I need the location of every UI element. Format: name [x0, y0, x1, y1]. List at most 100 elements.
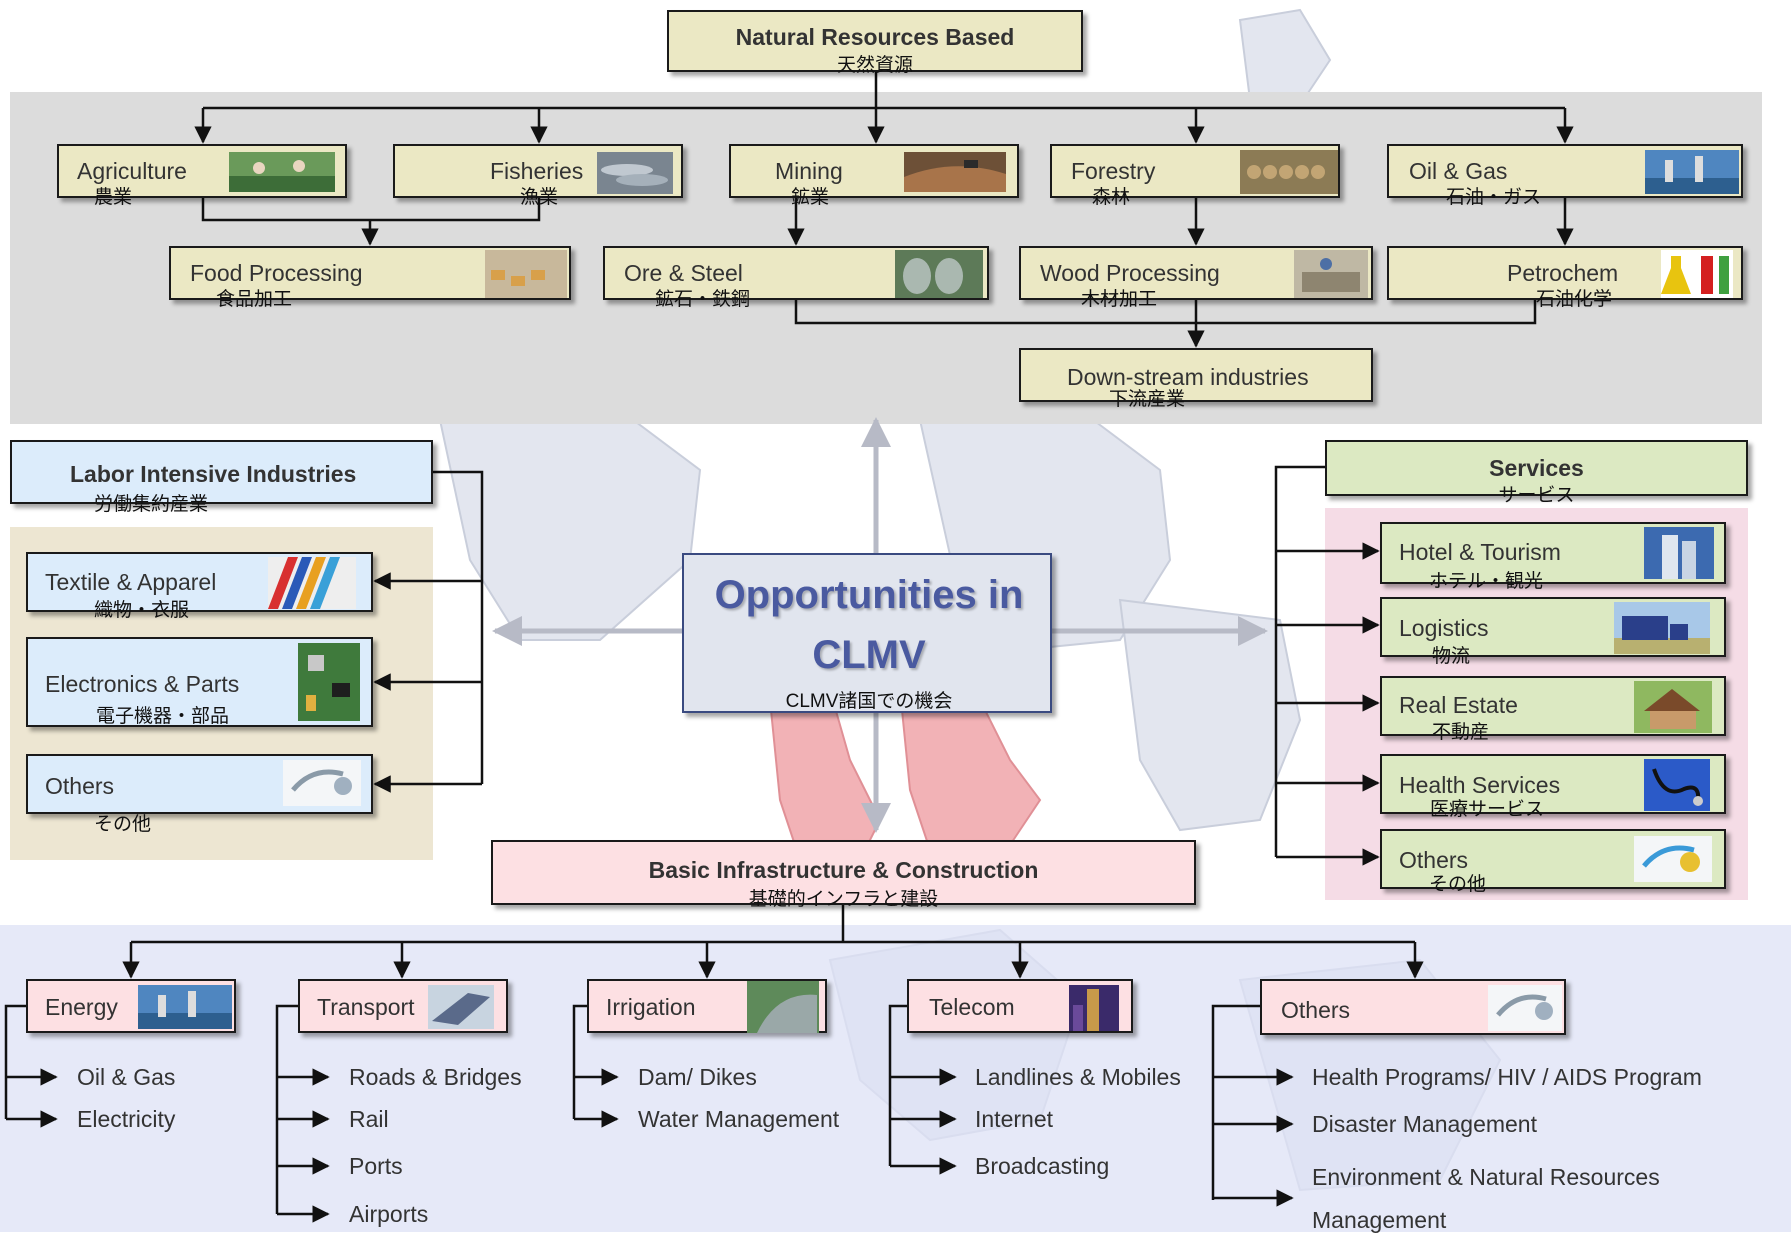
infra-others-item-1: Health Programs/ HIV / AIDS Program	[1312, 1064, 1702, 1090]
services-header-en: Services	[1489, 455, 1584, 481]
petro-box: Petrochem 石油化学	[1387, 246, 1743, 310]
fish-photo-icon	[597, 152, 673, 194]
agriculture-en: Agriculture	[77, 158, 187, 184]
circuit-board-photo-icon	[298, 643, 360, 721]
services-header-jp: サービス	[1498, 485, 1575, 506]
infra-others-item-2: Disaster Management	[1312, 1111, 1537, 1137]
forestry-box: Forestry 森林	[1050, 144, 1340, 208]
textile-jp: 織物・衣服	[94, 600, 190, 621]
headset-photo-icon	[283, 760, 361, 806]
electronics-box: Electronics & Parts 電子機器・部品	[26, 637, 373, 727]
infra-others-item-3: Environment & Natural Resources	[1312, 1164, 1660, 1190]
mining-box: Mining 鉱業	[729, 144, 1019, 208]
greenhouse-photo-icon	[229, 152, 335, 192]
textile-en: Textile & Apparel	[45, 569, 217, 595]
fisheries-box: Fisheries 漁業	[393, 144, 683, 208]
wood-box: Wood Processing 木材加工	[1019, 246, 1373, 310]
textile-box: Textile & Apparel 織物・衣服	[26, 552, 373, 621]
telecom-label: Telecom	[929, 994, 1015, 1020]
forestry-jp: 森林	[1092, 187, 1131, 208]
labor-header-jp: 労働集約産業	[94, 494, 209, 515]
city-tower-photo-icon	[1069, 985, 1119, 1031]
hotel-en: Hotel & Tourism	[1399, 539, 1561, 565]
electronics-jp: 電子機器・部品	[96, 706, 230, 727]
food-box: Food Processing 食品加工	[169, 246, 571, 310]
logs-photo-icon	[1240, 150, 1338, 194]
dam-photo-icon	[747, 981, 819, 1033]
labor-others-jp: その他	[94, 814, 152, 835]
logistics-box: Logistics 物流	[1380, 597, 1726, 667]
food-factory-photo-icon	[485, 250, 567, 298]
infra-header-en: Basic Infrastructure & Construction	[648, 857, 1039, 883]
energy-box: Energy	[26, 979, 236, 1033]
fisheries-en: Fisheries	[490, 158, 584, 184]
oilgas-box: Oil & Gas 石油・ガス	[1387, 144, 1743, 208]
health-box: Health Services 医療サービス	[1380, 754, 1726, 820]
ore-en: Ore & Steel	[624, 260, 743, 286]
center-box: Opportunities in CLMV CLMV諸国での機会	[682, 553, 1052, 713]
agriculture-box: Agriculture 農業	[57, 144, 347, 208]
transport-item-3: Ports	[349, 1153, 403, 1179]
headset-photo-icon	[1634, 836, 1712, 882]
transport-item-2: Rail	[349, 1106, 389, 1132]
energy-label: Energy	[45, 994, 118, 1020]
irrigation-item-2: Water Management	[638, 1106, 840, 1132]
labor-others-en: Others	[45, 773, 115, 799]
downstream-box: Down-stream industries 下流産業	[1019, 348, 1373, 410]
infra-band	[0, 925, 1791, 1232]
train-photo-icon	[428, 985, 494, 1029]
petro-en: Petrochem	[1507, 260, 1619, 286]
infra-others-item-4: Management	[1312, 1207, 1447, 1233]
steel-pipes-photo-icon	[895, 250, 983, 298]
energy-item-1: Oil & Gas	[77, 1064, 176, 1090]
workshop-photo-icon	[1294, 250, 1368, 298]
realestate-box: Real Estate 不動産	[1380, 676, 1726, 743]
services-others-jp: その他	[1429, 874, 1487, 895]
truck-photo-icon	[1614, 602, 1710, 654]
infra-header: Basic Infrastructure & Construction 基礎的イ…	[491, 840, 1196, 910]
refinery-photo-icon	[138, 985, 232, 1029]
center-title: Opportunities in CLMV	[714, 573, 1024, 677]
refinery-photo-icon	[1645, 150, 1739, 194]
logistics-en: Logistics	[1399, 615, 1489, 641]
mining-jp: 鉱業	[791, 187, 830, 208]
forestry-en: Forestry	[1071, 158, 1156, 184]
food-en: Food Processing	[190, 260, 363, 286]
health-jp: 医療サービス	[1430, 799, 1545, 820]
irrigation-item-1: Dam/ Dikes	[638, 1064, 757, 1090]
telecom-item-3: Broadcasting	[975, 1153, 1110, 1179]
ore-box: Ore & Steel 鉱石・鉄鋼	[603, 246, 989, 310]
realestate-en: Real Estate	[1399, 692, 1518, 718]
hotel-box: Hotel & Tourism ホテル・観光	[1380, 522, 1726, 592]
telecom-box: Telecom	[907, 979, 1133, 1033]
downstream-jp: 下流産業	[1109, 389, 1186, 410]
agriculture-jp: 農業	[94, 187, 133, 208]
infra-others-box: Others	[1260, 979, 1566, 1035]
mining-en: Mining	[775, 158, 843, 184]
ore-jp: 鉱石・鉄鋼	[655, 289, 751, 310]
realestate-jp: 不動産	[1432, 722, 1490, 743]
infra-others-label: Others	[1281, 997, 1351, 1023]
natural-header-en: Natural Resources Based	[735, 24, 1015, 50]
wood-en: Wood Processing	[1040, 260, 1220, 286]
infra-header-jp: 基礎的インフラと建設	[748, 889, 939, 910]
food-jp: 食品加工	[216, 289, 293, 310]
fisheries-jp: 漁業	[520, 187, 559, 208]
labor-header-en: Labor Intensive Industries	[70, 461, 357, 487]
flask-photo-icon	[1661, 250, 1733, 298]
mine-photo-icon	[904, 152, 1006, 192]
transport-box: Transport	[298, 979, 508, 1033]
natural-header: Natural Resources Based 天然資源	[667, 10, 1083, 76]
hotel-jp: ホテル・観光	[1429, 571, 1544, 592]
stethoscope-photo-icon	[1644, 759, 1710, 811]
transport-item-1: Roads & Bridges	[349, 1064, 522, 1090]
natural-header-jp: 天然資源	[836, 55, 913, 76]
irrigation-box: Irrigation	[587, 979, 827, 1033]
health-en: Health Services	[1399, 772, 1561, 798]
hotel-photo-icon	[1644, 527, 1714, 579]
electronics-en: Electronics & Parts	[45, 671, 240, 697]
transport-item-4: Airports	[349, 1201, 429, 1227]
downstream-en: Down-stream industries	[1067, 364, 1309, 390]
services-header: Services サービス	[1325, 440, 1748, 506]
